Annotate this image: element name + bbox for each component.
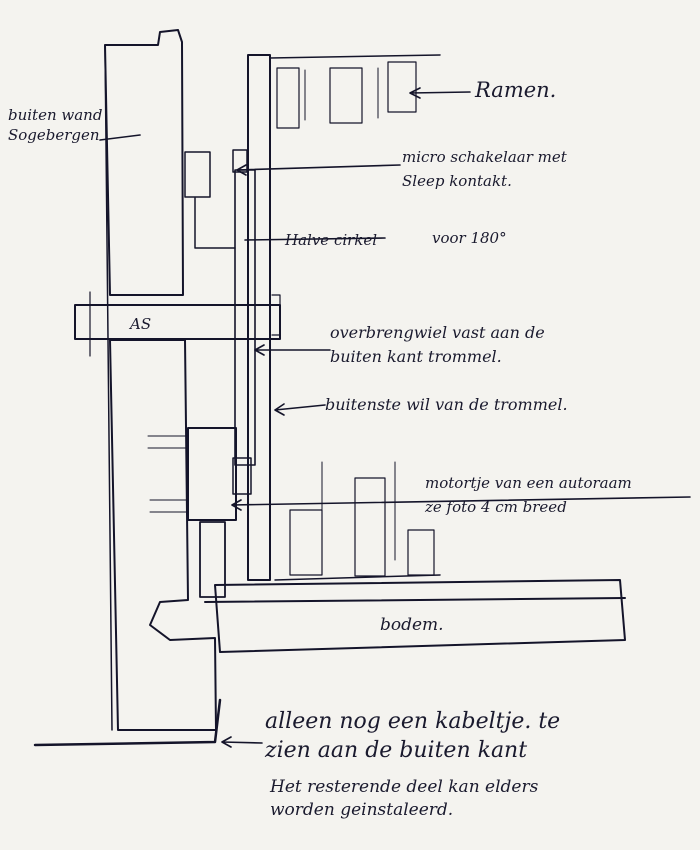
transfer-wheel-label-2: buiten kant trommel.	[330, 347, 502, 366]
bodem-label: bodem.	[380, 615, 444, 635]
window-motor	[147, 427, 252, 598]
annotations: Ramen. buiten wand Sogebergen micro scha…	[8, 78, 632, 820]
as-label: AS	[128, 315, 151, 333]
half-circle-label-2: voor 180°	[432, 229, 507, 247]
micro-switch	[184, 149, 248, 249]
buitenwand-label-1: buiten wand	[8, 106, 102, 124]
cable-line	[33, 698, 222, 747]
note-line-2: zien aan de buiten kant	[264, 738, 527, 763]
micro-switch-label-1: micro schakelaar met	[402, 148, 568, 166]
outer-wall	[104, 29, 217, 731]
micro-switch-label-2: Sleep kontakt.	[402, 172, 512, 190]
windows-top	[276, 61, 417, 129]
leader-lines	[99, 87, 691, 748]
half-circle-label-1: Halve cirkel	[284, 231, 377, 249]
motor-label-1: motortje van een autoraam	[425, 474, 632, 492]
axle: AS	[74, 291, 281, 357]
note-line-3: Het resterende deel kan elders	[269, 777, 539, 797]
motor-label-2: ze foto 4 cm breed	[424, 498, 567, 516]
windows-bottom	[289, 461, 435, 577]
transfer-wheel	[234, 169, 256, 466]
buitenwand-label-2: Sogebergen	[8, 126, 100, 144]
ramen-label: Ramen.	[474, 78, 556, 102]
note-line-1: alleen nog een kabeltje. te	[265, 709, 560, 734]
note-line-4: worden geinstaleerd.	[270, 800, 453, 820]
transfer-wheel-label-1: overbrengwiel vast aan de	[330, 323, 545, 342]
drum-rim	[247, 54, 441, 581]
drum-rim-label: buitenste wil van de trommel.	[325, 395, 568, 414]
floor: bodem.	[204, 579, 626, 653]
